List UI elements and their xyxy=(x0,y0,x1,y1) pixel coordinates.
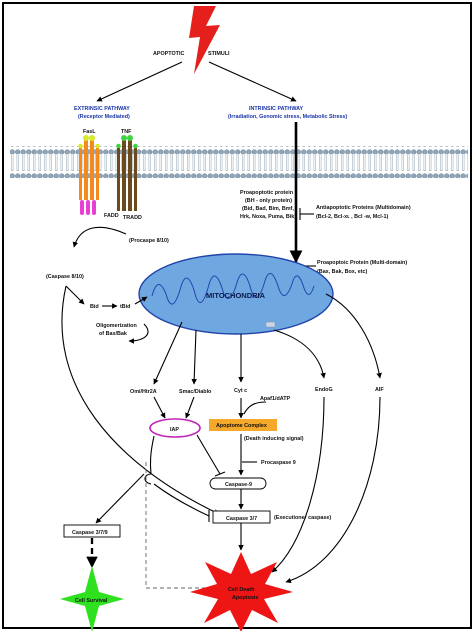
apoptosis-label: Apoptosis xyxy=(232,595,258,601)
cell-death-star-icon xyxy=(190,552,293,631)
lightning-bolt-icon xyxy=(189,6,220,74)
oligomerization-label-1: Oligomerization xyxy=(96,323,137,329)
iap-to-caspase379-arrow xyxy=(95,473,145,524)
proapoptotic-label-1: Proapoptotic protein xyxy=(240,190,293,196)
extrinsic-pathway-subtitle: (Receptor Mediated) xyxy=(78,114,130,120)
smac-to-iap-arrow xyxy=(185,396,195,419)
caspase-9-box xyxy=(209,477,267,490)
endog-to-death-curve xyxy=(271,396,325,573)
iap-label: IAP xyxy=(170,427,179,433)
iap-ellipse xyxy=(149,418,201,438)
aif-label: AIF xyxy=(375,387,384,393)
apaf-curve xyxy=(243,401,267,415)
oligomerization-label-2: of Bax/Bak xyxy=(99,331,127,337)
omi-to-iap-arrow xyxy=(153,396,166,419)
caspase-37-label: Caspase 3/7 xyxy=(226,516,257,522)
antiapoptotic-label-1: Antiapoptotic Proteins (Multidomain) xyxy=(316,205,411,211)
cell-survival-label: Cell Survival xyxy=(75,598,108,604)
apoptosis-pathway-diagram: APOPTOTIC STIMULI EXTRINSIC PATHWAY (Rec… xyxy=(10,6,468,631)
intrinsic-pathway-title: INTRINSIC PATHWAY xyxy=(249,106,304,112)
mito-to-omi-arrow xyxy=(153,321,183,385)
proapoptotic-multi-label-2: (Bax, Bak, Box, etc) xyxy=(317,269,368,275)
intrinsic-pathway-subtitle: (Irradiation, Genomic stress, Metabolic … xyxy=(228,114,347,120)
mito-to-endog-curve xyxy=(273,329,326,379)
tbid-to-mitochondria-arrow xyxy=(134,296,148,305)
aif-to-death-curve xyxy=(285,396,381,584)
oligomerization-arrow xyxy=(128,323,149,344)
executioner-caspase-label: (Executioner caspase) xyxy=(274,515,331,521)
arrow-to-intrinsic xyxy=(208,61,297,102)
iap-inhibit-bar xyxy=(214,471,226,477)
fadd-death-domains xyxy=(80,200,96,215)
caspase810-to-caspase37-curve xyxy=(61,285,220,515)
tnf-receptor xyxy=(116,135,138,211)
bid-label: Bid xyxy=(90,304,99,310)
endog-label: EndoG xyxy=(315,387,333,393)
death-inducing-signal-label: (Death inducing signal) xyxy=(244,436,304,442)
apoptome-complex-label: Apoptome Complex xyxy=(216,423,267,429)
caspase-379-label: Caspase 3/7/9 xyxy=(72,530,108,536)
iap-down-line xyxy=(144,435,155,485)
iap-inhibit-caspase9 xyxy=(196,434,221,475)
caspase-8-10-label: (Caspase 8/10) xyxy=(46,274,84,280)
smac-label: Smac/Diablo xyxy=(179,389,212,395)
antiapoptotic-label-2: (Bcl-2, Bcl-xʟ , Bcl -w, Mcl-1) xyxy=(316,214,389,220)
fadd-label: FADD xyxy=(104,213,119,219)
apoptome-complex-box xyxy=(209,419,277,431)
caspase-9-label: Caspase-9 xyxy=(225,482,252,488)
proapoptotic-multi-label-1: Proapoptoic Protein (Multi-domain) xyxy=(317,260,407,266)
iap-inhibit-caspase37 xyxy=(153,483,210,517)
extrinsic-pathway-title: EXTRINSIC PATHWAY xyxy=(74,106,130,112)
tnf-label: TNF xyxy=(121,129,132,135)
procaspase-9-label: Procaspase 9 xyxy=(261,460,296,466)
dashed-inhibition-line xyxy=(145,462,211,589)
tbid-label: tBid xyxy=(120,304,130,310)
arrow-to-extrinsic xyxy=(96,61,183,102)
tradd-label: TRADD xyxy=(123,215,142,221)
cytc-label: Cyt c xyxy=(234,388,247,394)
stimuli-label: STIMULI xyxy=(208,51,230,57)
apaf-label: Apaf1/dATP xyxy=(260,396,291,402)
proapoptotic-label-2: (BH - only protein) xyxy=(245,198,292,204)
fas-receptor xyxy=(78,135,100,200)
procaspase-8-10-label: (Procaspe 8/10) xyxy=(129,238,169,244)
mito-to-smac-arrow xyxy=(191,329,197,385)
caspase810-to-bid-arrow xyxy=(65,285,85,305)
omi-label: Omi/Htr2A xyxy=(130,389,157,395)
fasl-label: FasL xyxy=(83,129,96,135)
procaspase-curve xyxy=(72,226,127,248)
cell-death-label: Cell Death xyxy=(228,587,254,593)
mito-to-aif-curve xyxy=(325,293,382,379)
cell-survival-star-icon xyxy=(60,566,124,631)
mitochondria xyxy=(138,253,334,335)
mitochondria-label: MITOCHONDRIA xyxy=(206,291,266,300)
caspase-379-box xyxy=(63,524,121,538)
proapoptotic-label-3: (Bid, Bad, Bim, Bmf, xyxy=(242,206,294,212)
proapoptotic-label-4: Hrk, Noxa, Puma, Bik) xyxy=(240,214,296,220)
cell-membrane xyxy=(10,146,468,178)
apoptotic-label: APOPTOTIC xyxy=(153,51,184,57)
